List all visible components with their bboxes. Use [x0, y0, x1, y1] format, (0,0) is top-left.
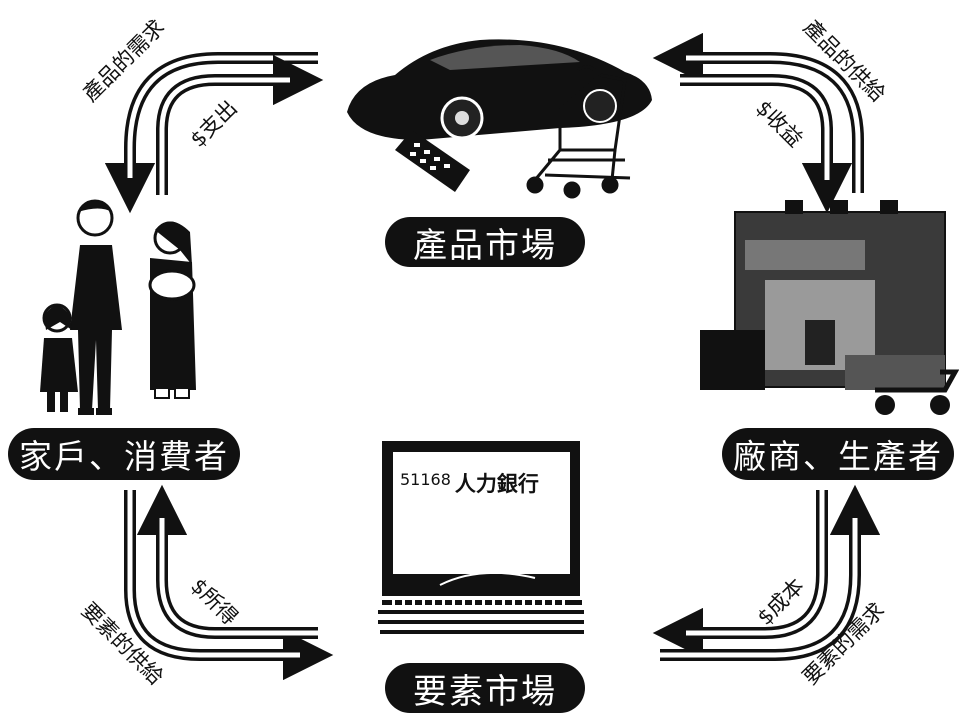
stroller-illustration	[526, 65, 631, 199]
firm-label: 廠商、生產者	[722, 428, 954, 480]
factory-illustration	[700, 200, 959, 415]
factor-market-label: 要素市場	[385, 663, 585, 713]
monitor-code: 51168	[400, 470, 451, 489]
monitor-screen-text: 51168 人力銀行	[400, 458, 568, 498]
family-illustration	[40, 199, 196, 415]
monitor-site-name: 人力銀行	[454, 472, 539, 496]
product-market-label: 產品市場	[385, 217, 585, 267]
household-label: 家戶、消費者	[8, 428, 240, 480]
car-illustration	[347, 39, 652, 140]
computer-illustration	[378, 441, 584, 634]
remote-control-illustration	[395, 130, 470, 192]
